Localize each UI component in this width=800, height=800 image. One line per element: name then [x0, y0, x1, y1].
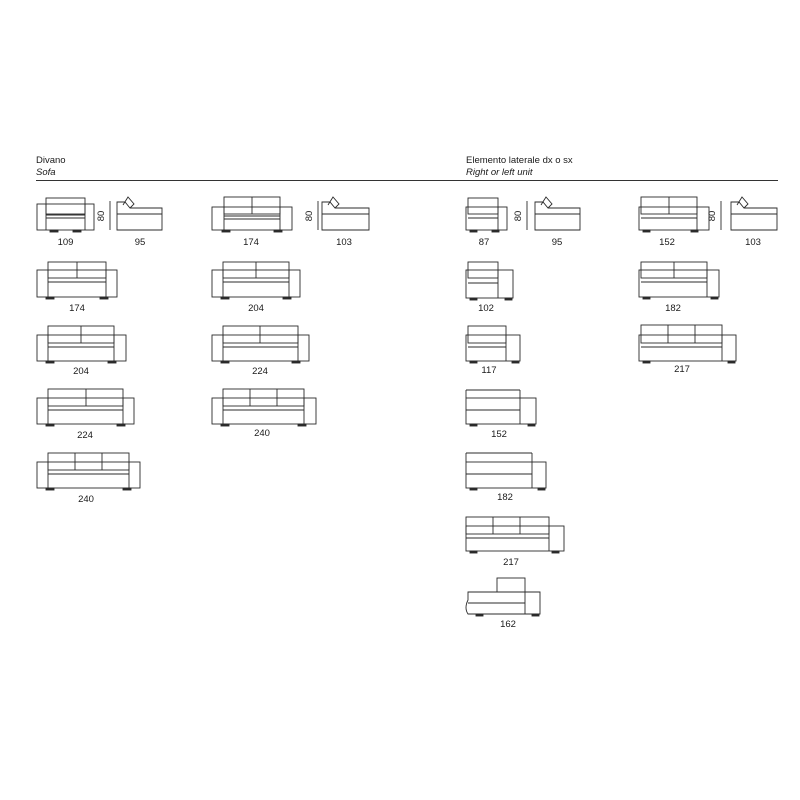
sofa-2seat-174-label: 174	[243, 237, 259, 248]
unit-bench-152-drawing	[465, 389, 537, 427]
unit-bench-152-label: 152	[491, 429, 507, 440]
unit-2seat-182-drawing	[638, 261, 720, 300]
sofa-3seat-240-label: 240	[254, 428, 270, 439]
sofa-2seat-204b-label: 204	[73, 366, 89, 377]
unit-2seat-side-103-drawing	[730, 196, 778, 231]
sofa-section-title: Divano	[36, 155, 66, 166]
unit-bench-182-drawing	[465, 452, 547, 491]
height-dimension-label: 80	[96, 211, 107, 222]
unit-2seat-side-103-label: 103	[745, 237, 761, 248]
sofa-2seat-204b-drawing	[36, 325, 127, 364]
height-dimension-label-3: 80	[513, 211, 524, 222]
unit-3seat-217b-label: 217	[503, 557, 519, 568]
sofa-armchair-side-95-drawing	[116, 196, 163, 231]
unit-armchair-87-label: 87	[479, 237, 490, 248]
sofa-2seat-side-103-drawing	[321, 196, 370, 231]
unit-armchair-87-drawing	[465, 197, 508, 233]
unit-2seat-152-drawing	[638, 196, 710, 233]
unit-bench-182-label: 182	[497, 492, 513, 503]
unit-chaise-162-drawing	[465, 577, 541, 617]
sofa-armchair-109-label: 109	[58, 237, 74, 248]
sofa-2seat-224-drawing	[211, 325, 310, 364]
sofa-3seat-240b-drawing	[36, 452, 141, 491]
sofa-armchair-109-drawing	[36, 197, 95, 233]
sofa-2seat-174b-drawing	[36, 261, 118, 300]
sofa-armchair-side-95-label: 95	[135, 237, 146, 248]
sofa-3seat-240b-label: 240	[78, 494, 94, 505]
sofa-section-header: Divano Sofa	[36, 155, 66, 179]
sofa-2seat-174b-label: 174	[69, 303, 85, 314]
sofa-2seat-204-drawing	[211, 261, 301, 300]
side-unit-section-header: Elemento laterale dx o sx Right or left …	[466, 155, 573, 179]
sofa-3seat-240-drawing	[211, 388, 317, 427]
sofa-2seat-224-label: 224	[252, 366, 268, 377]
unit-3seat-217-label: 217	[674, 364, 690, 375]
unit-1seat-117-drawing	[465, 325, 521, 364]
height-dimension-label-4: 80	[707, 211, 718, 222]
unit-3seat-217-drawing	[638, 324, 737, 364]
unit-2seat-182-label: 182	[665, 303, 681, 314]
unit-1seat-102-drawing	[465, 261, 514, 301]
unit-1seat-102-label: 102	[478, 303, 494, 314]
unit-3seat-217b-drawing	[465, 516, 565, 554]
sofa-2seat-204-label: 204	[248, 303, 264, 314]
unit-1seat-117-label: 117	[481, 365, 496, 376]
unit-armchair-side-95-drawing	[534, 196, 581, 231]
unit-armchair-side-95-label: 95	[552, 237, 563, 248]
header-divider	[36, 180, 778, 181]
unit-2seat-152-label: 152	[659, 237, 675, 248]
side-unit-section-title: Elemento laterale dx o sx	[466, 155, 573, 166]
sofa-2seat-224b-label: 224	[77, 430, 93, 441]
side-unit-section-subtitle: Right or left unit	[466, 167, 533, 178]
sofa-section-subtitle: Sofa	[36, 167, 56, 178]
height-dimension-label-2: 80	[304, 211, 315, 222]
sofa-2seat-224b-drawing	[36, 388, 135, 427]
unit-chaise-162-label: 162	[500, 619, 516, 630]
sofa-2seat-side-103-label: 103	[336, 237, 352, 248]
sofa-2seat-174-drawing	[211, 196, 293, 233]
